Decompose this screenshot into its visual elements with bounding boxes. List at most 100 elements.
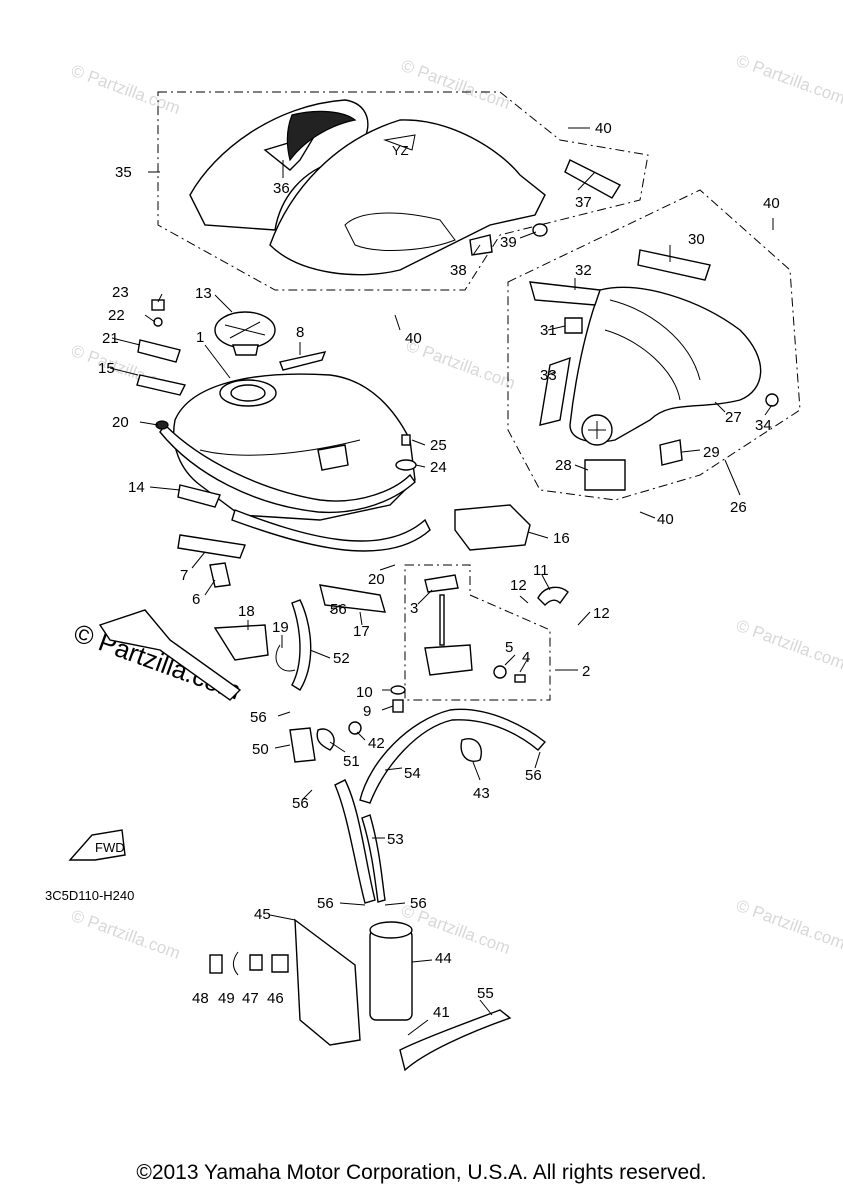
callout-2: 2 bbox=[582, 663, 590, 680]
callout-9: 9 bbox=[363, 703, 371, 720]
part-bracket-45 bbox=[294, 918, 361, 1046]
group-outlines bbox=[157, 91, 801, 701]
callout-5: 5 bbox=[505, 639, 513, 656]
part-clamp-18 bbox=[213, 624, 269, 661]
callout-22: 22 bbox=[108, 307, 125, 324]
watermark-text: © Partzilla.com bbox=[734, 616, 843, 673]
callout-45: 45 bbox=[254, 906, 271, 923]
watermark-text: © Partzilla.com bbox=[734, 51, 843, 108]
callout-39: 39 bbox=[500, 234, 517, 251]
callout-42: 42 bbox=[368, 735, 385, 752]
part-pad-7 bbox=[177, 534, 246, 559]
part-clamp-51 bbox=[316, 728, 335, 751]
callout-1: 1 bbox=[196, 329, 204, 346]
part-clip-19 bbox=[275, 644, 296, 672]
callout-15: 15 bbox=[98, 360, 115, 377]
callout-6: 6 bbox=[192, 591, 200, 608]
part-rail bbox=[231, 509, 431, 552]
callout-31: 31 bbox=[540, 322, 557, 339]
watermark-text: © Partzilla.com bbox=[69, 61, 183, 118]
callout-17: 17 bbox=[353, 623, 370, 640]
callout-30: 30 bbox=[688, 231, 705, 248]
part-bolt-48 bbox=[209, 954, 223, 974]
callout-40: 40 bbox=[595, 120, 612, 137]
part-bolt-42 bbox=[348, 721, 362, 735]
callout-47: 47 bbox=[242, 990, 259, 1007]
callout-18: 18 bbox=[238, 603, 255, 620]
leader-lines bbox=[109, 127, 774, 1036]
fwd-label: FWD bbox=[95, 840, 125, 855]
callout-8: 8 bbox=[296, 324, 304, 341]
part-hose-55 bbox=[399, 1009, 512, 1072]
callout-12: 12 bbox=[510, 577, 527, 594]
callout-48: 48 bbox=[192, 990, 209, 1007]
callout-32: 32 bbox=[575, 262, 592, 279]
fwd-arrow-icon: FWD bbox=[68, 829, 126, 861]
callout-20: 20 bbox=[368, 571, 385, 588]
callout-54: 54 bbox=[404, 765, 421, 782]
part-fuel-cap bbox=[214, 311, 276, 356]
callout-38: 38 bbox=[450, 262, 467, 279]
part-pad-6 bbox=[209, 562, 231, 588]
callout-21: 21 bbox=[102, 330, 119, 347]
callout-56: 56 bbox=[317, 895, 334, 912]
part-clamp-43 bbox=[460, 738, 482, 762]
callout-44: 44 bbox=[435, 950, 452, 967]
callout-11: 11 bbox=[533, 562, 549, 579]
callout-27: 27 bbox=[725, 409, 742, 426]
callout-53: 53 bbox=[387, 831, 404, 848]
part-frame-left bbox=[98, 609, 242, 701]
part-bracket-17 bbox=[319, 584, 386, 613]
part-hose-54 bbox=[359, 708, 547, 804]
callout-56: 56 bbox=[292, 795, 309, 812]
callout-49: 49 bbox=[218, 990, 235, 1007]
part-bracket-stack bbox=[136, 299, 221, 508]
part-petcock bbox=[424, 574, 526, 683]
callout-46: 46 bbox=[267, 990, 284, 1007]
callout-labels: 35 36 40 37 39 38 40 40 30 32 31 33 27 3… bbox=[98, 120, 780, 1021]
part-side-cover bbox=[529, 249, 779, 491]
callout-10: 10 bbox=[356, 684, 373, 701]
callout-41: 41 bbox=[433, 1004, 450, 1021]
part-washer-49 bbox=[233, 951, 239, 976]
part-rubber-16 bbox=[454, 504, 531, 551]
part-canister-44 bbox=[369, 921, 413, 1021]
callout-35: 35 bbox=[115, 164, 132, 181]
callout-28: 28 bbox=[555, 457, 572, 474]
callout-16: 16 bbox=[553, 530, 570, 547]
part-emblem-8 bbox=[279, 351, 327, 371]
callout-33: 33 bbox=[540, 367, 557, 384]
callout-26: 26 bbox=[730, 499, 747, 516]
callout-14: 14 bbox=[128, 479, 145, 496]
part-collar-47 bbox=[249, 954, 263, 971]
callout-56: 56 bbox=[525, 767, 542, 784]
petcock-group-outline bbox=[404, 564, 551, 701]
callout-34: 34 bbox=[755, 417, 772, 434]
callout-3: 3 bbox=[410, 600, 418, 617]
callout-56: 56 bbox=[330, 601, 347, 618]
watermark-text: © Partzilla.com bbox=[734, 896, 843, 953]
diagram-code: 3C5D110-H240 bbox=[45, 888, 134, 903]
part-tank-cover-panel: YZ bbox=[269, 119, 548, 276]
copyright-footer: ©2013 Yamaha Motor Corporation, U.S.A. A… bbox=[136, 1161, 707, 1184]
part-valve-50 bbox=[289, 727, 316, 763]
callout-24: 24 bbox=[430, 459, 447, 476]
cover-emblem-mark: YZ bbox=[392, 143, 409, 158]
callout-13: 13 bbox=[195, 285, 212, 302]
watermark-text: © Partzilla.com bbox=[399, 56, 513, 113]
part-grommet-46 bbox=[271, 954, 289, 973]
part-hose-52 bbox=[291, 599, 312, 691]
callout-43: 43 bbox=[473, 785, 490, 802]
callout-25: 25 bbox=[430, 437, 447, 454]
callout-55: 55 bbox=[477, 985, 494, 1002]
side-cover-group-outline bbox=[507, 189, 801, 501]
callout-7: 7 bbox=[180, 567, 188, 584]
callout-50: 50 bbox=[252, 741, 269, 758]
part-hose-53 bbox=[334, 779, 376, 904]
callout-4: 4 bbox=[522, 649, 530, 666]
part-bolt-9 bbox=[392, 699, 404, 713]
callout-12: 12 bbox=[593, 605, 610, 622]
callout-40: 40 bbox=[405, 330, 422, 347]
callout-20: 20 bbox=[112, 414, 129, 431]
callout-37: 37 bbox=[575, 194, 592, 211]
